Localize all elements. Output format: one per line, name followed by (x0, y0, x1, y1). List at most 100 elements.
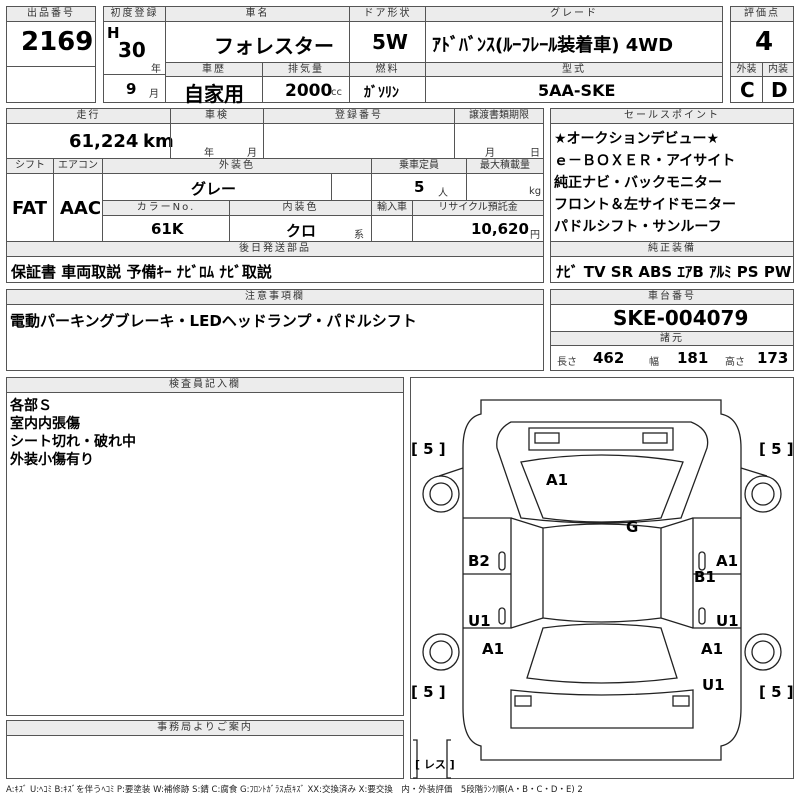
displacement: 2000 (285, 81, 333, 101)
intcolor-cell: クロ 系 (229, 215, 372, 242)
reg-year-unit: 年 (151, 64, 161, 75)
damage-diagram-frame: A1 G B2 A1 B1 U1 U1 A1 A1 U1 [ 5 ] [ 5 ]… (410, 377, 794, 779)
history-label: 車歴 (165, 62, 263, 77)
mileage-cell: 61,224 km (6, 123, 174, 159)
capacity-cell: 5 人 (371, 173, 467, 201)
car-name-label: 車名 (165, 6, 350, 22)
insp-year-unit: 年 (204, 148, 214, 159)
damage-mark: A1 (546, 471, 569, 489)
displacement-unit: cc (331, 87, 342, 98)
lot-cell: 2169 (6, 21, 96, 67)
damage-mark: A1 (716, 552, 739, 570)
door-type: 5W (372, 30, 408, 54)
grade: ｱﾄﾞﾊﾞﾝｽ(ﾙｰﾌﾚｰﾙ装着車) 4WD (432, 35, 674, 56)
ext-grade: C (740, 78, 755, 102)
int-label: 内装 (762, 62, 794, 77)
displacement-label: 排気量 (262, 62, 350, 77)
door-cell: 5W (349, 21, 426, 63)
color-cell: グレー (102, 173, 332, 201)
damage-mark: A1 (701, 640, 724, 658)
equip-cell: ﾅﾋﾞ TV SR ABS ｴｱB ｱﾙﾐ PS PW (550, 256, 794, 283)
load-cell: kg (466, 173, 544, 201)
regno-cell (263, 123, 455, 159)
reg-month-unit: 月 (149, 89, 159, 100)
equip-label: 純正装備 (550, 241, 794, 257)
first-reg-cell: H 30 年 (103, 21, 166, 75)
import-cell (371, 215, 413, 242)
office-cell (6, 735, 404, 779)
insp-month-unit: 月 (247, 148, 257, 159)
door-label: ドア形状 (349, 6, 426, 22)
transfer-month-unit: 月 (485, 148, 495, 159)
era: H (107, 24, 120, 42)
chassis-cell: SKE-004079 (550, 304, 794, 332)
ac-cell: AAC (53, 173, 103, 242)
model: 5AA-SKE (538, 81, 616, 100)
color-blank (331, 173, 372, 201)
shift-label: シフト (6, 158, 54, 174)
inspector-cell: 各部Ｓ 室内内張傷 シート切れ・破れ中 外装小傷有り (6, 392, 404, 716)
sales-label: セールスポイント (550, 108, 794, 124)
grade-label: グレード (425, 6, 723, 22)
ext-cell: C (730, 76, 763, 103)
equipment: ﾅﾋﾞ TV SR ABS ｴｱB ｱﾙﾐ PS PW (556, 263, 792, 281)
transfer-label: 譲渡書類期限 (454, 108, 544, 124)
lot-blank (6, 66, 96, 103)
length: 462 (593, 349, 625, 367)
first-reg-label: 初度登録 (103, 6, 166, 22)
fuel-label: 燃料 (349, 62, 426, 77)
score-cell: 4 (730, 21, 794, 63)
height: 173 (757, 349, 789, 367)
car-name-cell: フォレスター (165, 21, 350, 63)
chassis-label: 車台番号 (550, 289, 794, 305)
transfer-day-unit: 日 (530, 148, 540, 159)
car-body-diagram (413, 399, 782, 779)
capacity-unit: 人 (438, 188, 448, 199)
later-parts: 保証書 車両取説 予備ｷｰ ﾅﾋﾞﾛﾑ ﾅﾋﾞ取説 (11, 263, 272, 281)
lot-number: 2169 (21, 27, 94, 57)
load-unit: kg (529, 186, 542, 197)
dims-label: 諸元 (550, 331, 794, 346)
inspector-line: 外装小傷有り (10, 452, 94, 468)
mileage-label: 走行 (6, 108, 171, 124)
capacity: 5 (414, 178, 425, 196)
score: 4 (755, 27, 774, 57)
int-grade: D (771, 78, 788, 102)
history: 自家用 (184, 82, 244, 106)
inspector-line: シート切れ・破れ中 (10, 434, 136, 450)
sales-cell: ★オークションデビュー★ ｅ－ＢＯＸＥＲ・アイサイト 純正ナビ・バックモニター … (550, 123, 794, 242)
colorno-label: カラーNo. (102, 200, 230, 216)
color-label: 外装色 (102, 158, 372, 174)
recycle-cell: 10,620 円 (412, 215, 544, 242)
shift: FAT (12, 198, 48, 219)
damage-mark: B2 (468, 552, 490, 570)
reg-month-cell: 9 月 (103, 74, 166, 103)
office-label: 事務局よりご案内 (6, 720, 404, 736)
int-cell: D (762, 76, 794, 103)
tire-rear-right: [ 5 ] (759, 683, 794, 701)
sales-point: フロント＆左サイドモニター (554, 197, 736, 213)
ac: AAC (60, 198, 102, 219)
tire-front-left: [ 5 ] (411, 440, 446, 458)
damage-mark: U1 (702, 676, 725, 694)
grade-cell: ｱﾄﾞﾊﾞﾝｽ(ﾙｰﾌﾚｰﾙ装着車) 4WD (425, 21, 723, 63)
damage-mark: A1 (482, 640, 505, 658)
model-label: 型式 (425, 62, 723, 77)
recycle: 10,620 (471, 220, 529, 238)
height-label: 高さ (725, 357, 745, 368)
damage-mark: G (626, 518, 639, 536)
width: 181 (677, 349, 709, 367)
later-parts-label: 後日発送部品 (6, 241, 544, 257)
damage-mark: B1 (694, 568, 716, 586)
score-label: 評価点 (730, 6, 794, 22)
legend-text: A:ｷｽﾞ U:ﾍｺﾐ B:ｷｽﾞを伴うﾍｺﾐ P:要塗装 W:補修跡 S:錆 … (6, 785, 583, 795)
car-name: フォレスター (214, 34, 334, 58)
inspection-cell: 年 月 (170, 123, 264, 159)
notes-cell: 電動パーキングブレーキ・LEDヘッドランプ・パドルシフト (6, 304, 544, 371)
inspector-line: 各部Ｓ (10, 398, 52, 414)
fuel-cell: ｶﾞｿﾘﾝ (349, 76, 426, 103)
history-cell: 自家用 (165, 76, 263, 106)
regno-label: 登録番号 (263, 108, 455, 124)
sales-point: ｅ－ＢＯＸＥＲ・アイサイト (554, 153, 736, 169)
recycle-unit: 円 (530, 230, 540, 241)
